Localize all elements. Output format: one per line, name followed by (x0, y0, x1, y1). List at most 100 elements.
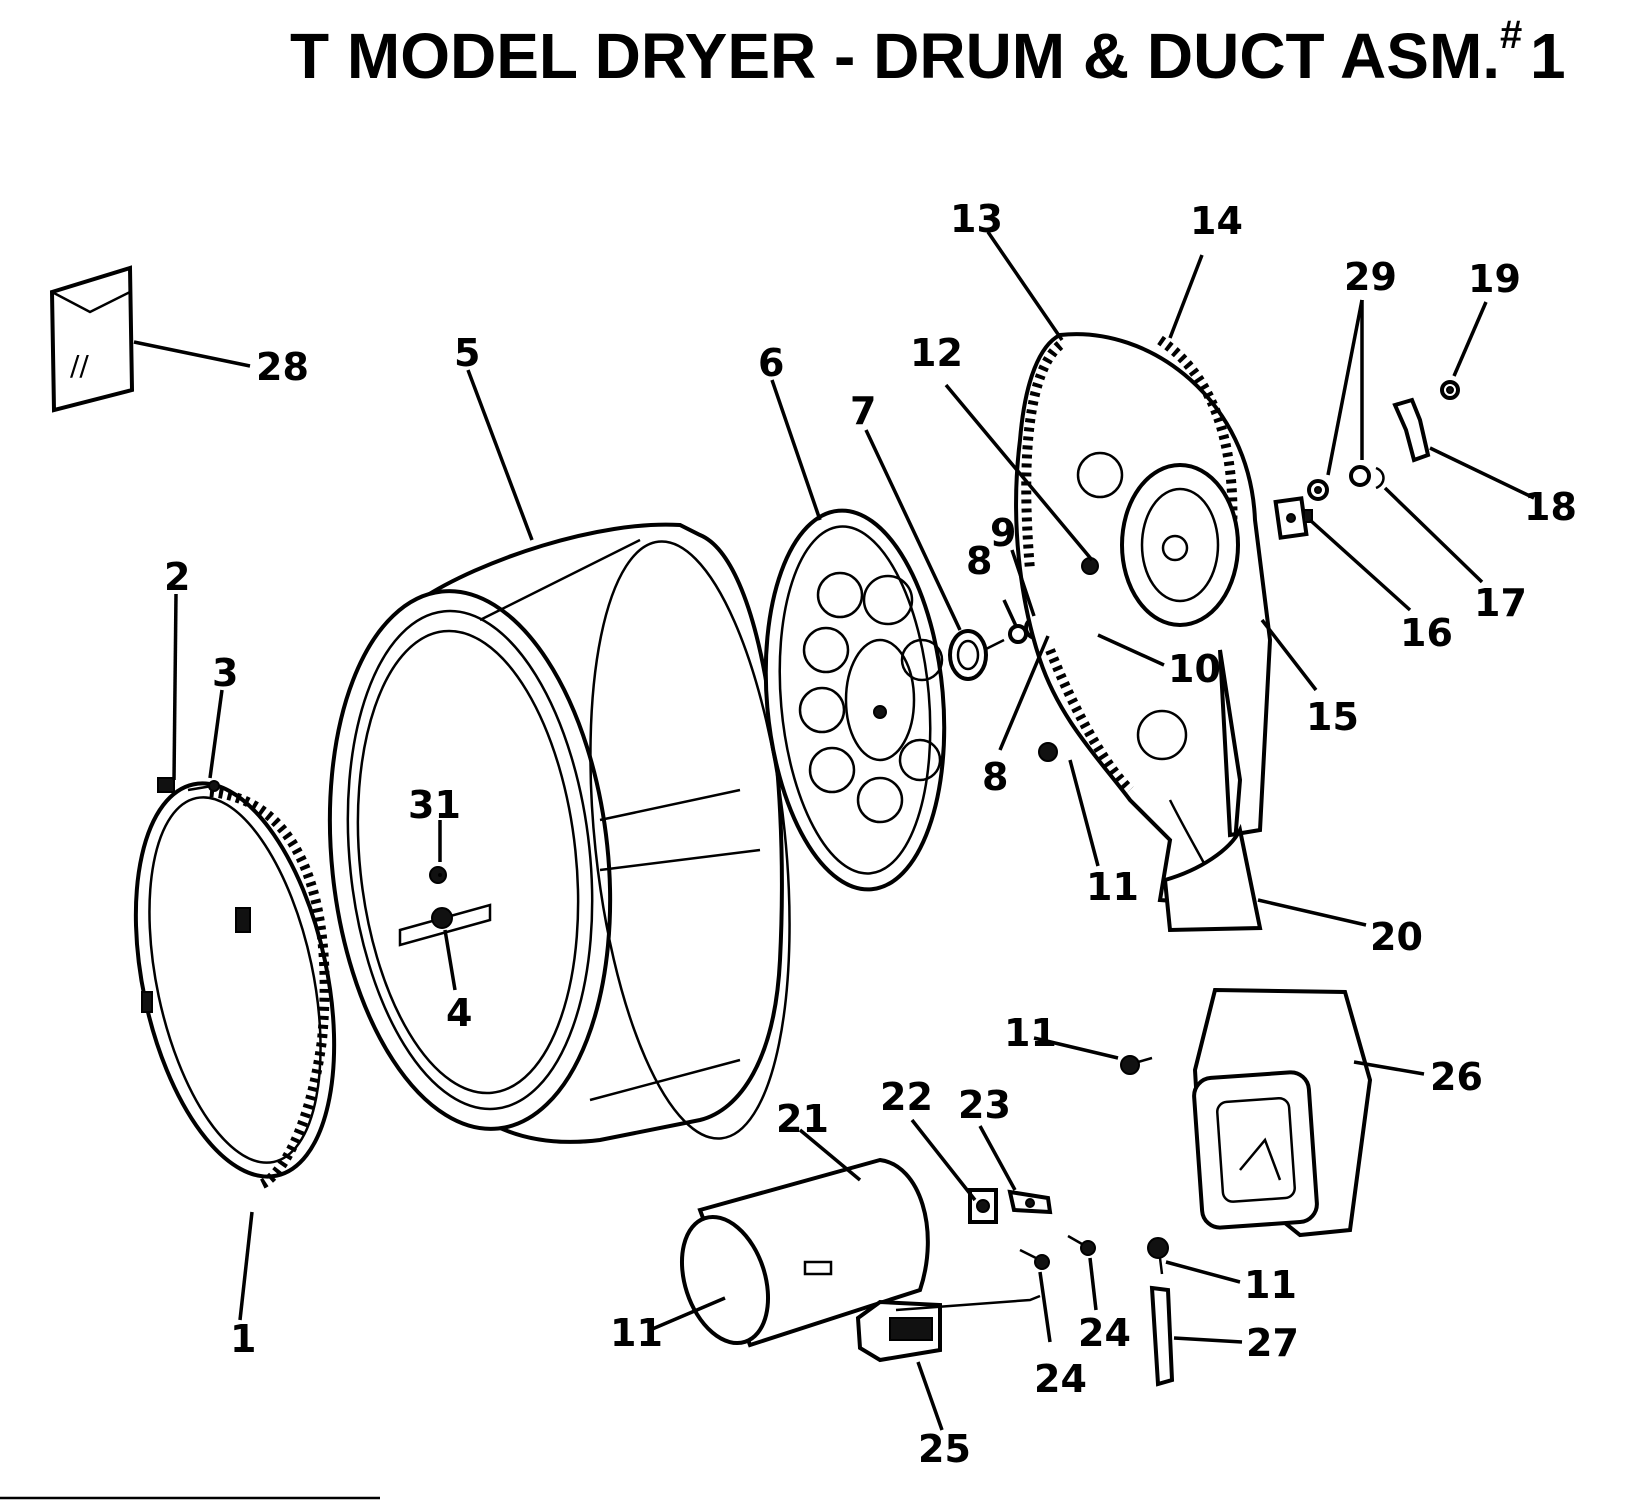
leader-16 (1308, 518, 1412, 612)
callout-15: 15 (1306, 695, 1359, 739)
callout-7: 7 (850, 389, 876, 433)
title-hash: # (1500, 13, 1522, 57)
part-13-rear-bulkhead (1014, 332, 1273, 908)
leader-11d (649, 1296, 726, 1332)
callout-21: 21 (776, 1097, 829, 1141)
callout-11a: 11 (1086, 865, 1139, 909)
leader-26 (1353, 1060, 1425, 1076)
leader-14 (1168, 254, 1204, 339)
part-24-screw-a (1067, 1234, 1096, 1256)
leader-17 (1383, 486, 1484, 584)
callout-10: 10 (1168, 647, 1221, 691)
callout-9: 9 (990, 511, 1016, 555)
leader-9 (1010, 549, 1036, 617)
callout-11d: 11 (610, 1311, 663, 1355)
leader-23 (978, 1125, 1017, 1191)
leader-12 (944, 383, 1094, 562)
part-18-sensor (1392, 397, 1431, 463)
leader-18 (1429, 446, 1535, 500)
leader-19 (1452, 301, 1488, 377)
part-8-washer (1008, 624, 1028, 644)
part-20-duct-plate (1162, 823, 1263, 933)
leader-25 (916, 1361, 944, 1431)
leader-5 (466, 369, 534, 541)
callout-4: 4 (446, 991, 472, 1035)
callout-20: 20 (1370, 915, 1423, 959)
leader-4 (443, 929, 457, 991)
part-7-drum-hub (948, 629, 1005, 681)
packet-mark: // (70, 349, 89, 382)
callout-5: 5 (454, 331, 480, 375)
diagram-title: T MODEL DRYER - DRUM & DUCT ASM. # 1 (290, 13, 1566, 92)
callout-16: 16 (1400, 611, 1453, 655)
leader-29 (1326, 299, 1364, 476)
callout-27: 27 (1246, 1321, 1299, 1365)
leader-27 (1173, 1336, 1243, 1344)
part-24-screw-b (1019, 1248, 1050, 1270)
leader-8b (998, 635, 1050, 751)
callout-12: 12 (910, 331, 963, 375)
callout-18: 18 (1524, 485, 1577, 529)
part-28-packet: // (49, 265, 135, 413)
part-11-screw-a (1038, 742, 1058, 762)
callout-1: 1 (230, 1317, 256, 1361)
leader-6 (770, 379, 822, 521)
callout-17: 17 (1474, 581, 1527, 625)
part-19-nut (1440, 380, 1460, 400)
callout-labels: 28 1 2 3 5 6 7 31 4 8 9 8 10 12 13 14 15… (164, 197, 1577, 1471)
part-5-drum (327, 522, 791, 1144)
part-16-bracket (1273, 496, 1313, 540)
leader-1 (238, 1211, 254, 1321)
title-number: 1 (1530, 20, 1566, 92)
callout-13: 13 (950, 197, 1003, 241)
part-27-clip (1149, 1285, 1175, 1387)
callout-11b: 11 (1004, 1011, 1057, 1055)
callout-24a: 24 (1034, 1357, 1087, 1401)
callout-11c: 11 (1244, 1263, 1297, 1307)
leader-11c (1165, 1260, 1241, 1284)
part-2-pad (157, 777, 175, 793)
part-17-clip (1349, 465, 1385, 490)
callout-28: 28 (256, 345, 309, 389)
leader-11a (1068, 759, 1100, 867)
leader-lines (133, 231, 1535, 1431)
part-11-screw-b (1120, 1055, 1153, 1075)
callout-2: 2 (164, 555, 190, 599)
callout-6: 6 (758, 341, 784, 385)
part-29-grommet (1307, 479, 1329, 501)
part-26-duct (1192, 987, 1373, 1238)
part-21-heater-housing (679, 1157, 930, 1348)
part-3-screw (187, 780, 220, 792)
leader-15 (1260, 618, 1318, 692)
part-12-screw (1081, 557, 1099, 575)
callout-23: 23 (958, 1083, 1011, 1127)
callout-26: 26 (1430, 1055, 1483, 1099)
callout-3: 3 (212, 651, 238, 695)
leader-7 (864, 429, 962, 631)
callout-24b: 24 (1078, 1311, 1131, 1355)
leader-11b (1033, 1036, 1119, 1060)
leader-22 (910, 1118, 977, 1202)
part-25-terminal-block (855, 1294, 1041, 1363)
callout-31: 31 (408, 783, 461, 827)
leader-28 (133, 340, 251, 368)
title-text: T MODEL DRYER - DRUM & DUCT ASM. (290, 20, 1500, 92)
leader-10 (1097, 633, 1165, 667)
leader-24a (1038, 1271, 1052, 1343)
callout-8a: 8 (966, 539, 992, 583)
callout-8b: 8 (982, 755, 1008, 799)
callout-29: 29 (1344, 255, 1397, 299)
part-23-bracket (1007, 1189, 1053, 1215)
part-31-screw (438, 873, 442, 877)
callout-22: 22 (880, 1075, 933, 1119)
part-1-front-ring (133, 781, 337, 1190)
part-11-screw-c (1147, 1237, 1169, 1275)
leader-24b (1088, 1257, 1098, 1311)
callout-19: 19 (1468, 257, 1521, 301)
leader-8a (1002, 599, 1018, 627)
leader-2 (172, 593, 178, 781)
leader-20 (1257, 898, 1367, 927)
callout-14: 14 (1190, 199, 1243, 243)
leader-3 (208, 689, 224, 779)
